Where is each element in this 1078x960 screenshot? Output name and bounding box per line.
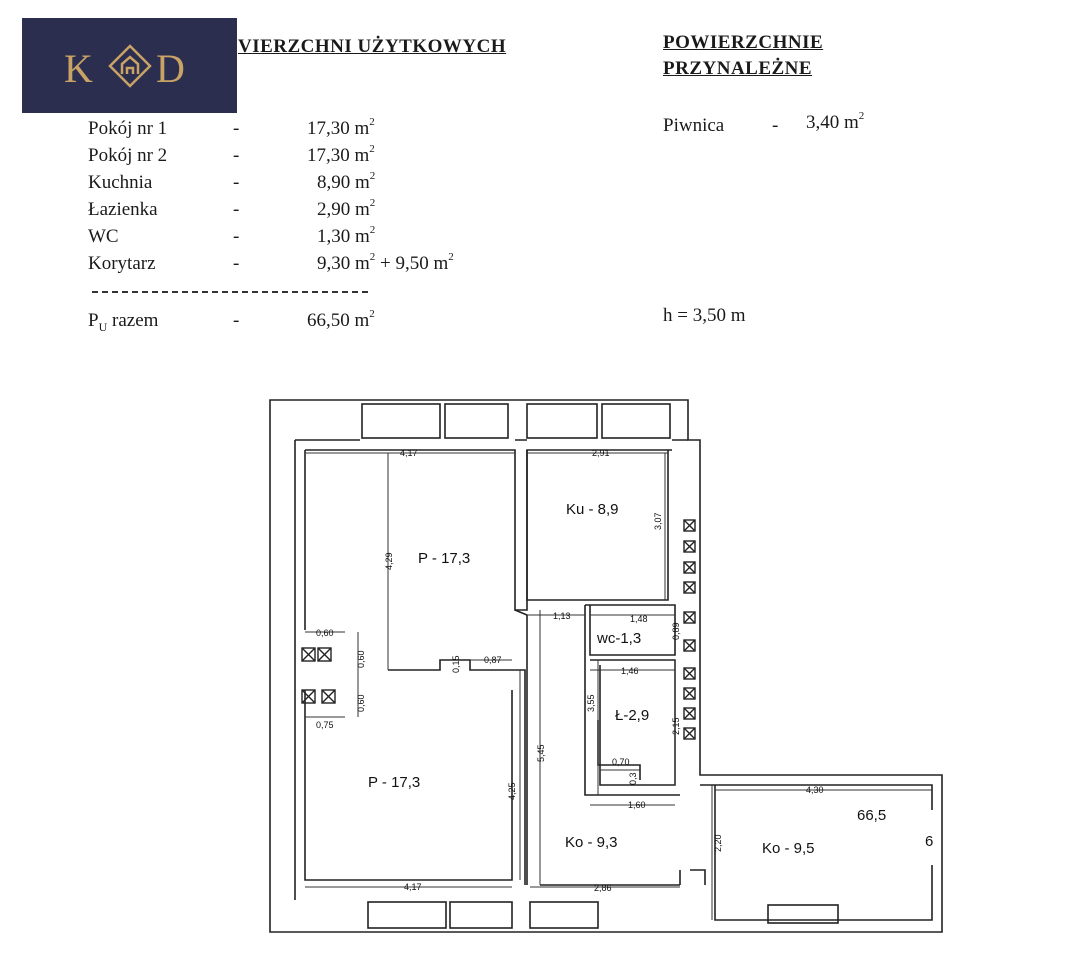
dim-label: 4,30 (806, 785, 824, 795)
dim-label: 2,15 (671, 717, 681, 735)
area-name: Łazienka (88, 199, 158, 220)
dim-label: 0,60 (356, 650, 366, 668)
dim-label: 5,45 (536, 744, 546, 762)
dimension-labels: 4,17 2,91 3,07 4,29 1,13 1,48 0,89 1,46 … (316, 448, 824, 893)
dimension-lines (305, 452, 932, 920)
area-dash: - (233, 118, 240, 139)
ancillary-area-heading-line1: POWIERZCHNIE (663, 32, 824, 53)
dim-label: 3,07 (653, 512, 663, 530)
dim-label: 1,48 (630, 614, 648, 624)
ancillary-name: Piwnica (663, 115, 725, 136)
ceiling-height: h = 3,50 m (663, 305, 746, 326)
area-dash: - (233, 253, 240, 274)
dim-label: 0,3 (628, 772, 638, 785)
dim-label: 4,17 (404, 882, 422, 892)
dim-label: 0,89 (671, 622, 681, 640)
area-name: Korytarz (88, 253, 156, 274)
dim-label: 2,20 (713, 834, 723, 852)
vent-ducts (301, 519, 696, 740)
dim-label: 0,87 (484, 655, 502, 665)
walls (269, 399, 943, 933)
ancillary-value: 3,40 m2 (806, 110, 865, 133)
room-label-bathroom: Ł-2,9 (615, 707, 649, 724)
dim-label: 1,60 (628, 800, 646, 810)
logo-letter-d: D (156, 46, 185, 91)
area-name: Pokój nr 2 (88, 145, 168, 166)
dim-label: 0,70 (612, 757, 630, 767)
total-label: PU razem (88, 310, 159, 334)
plan-number: 6 (925, 833, 933, 850)
room-label-kitchen: Ku - 8,9 (566, 501, 619, 518)
area-value: 9,30 m2 + 9,50 m2 (317, 251, 454, 274)
dim-label: 0,15 (451, 655, 461, 673)
area-value: 17,30 m2 (307, 143, 375, 166)
house-diamond-icon (108, 44, 152, 88)
area-value: 8,90 m2 (317, 170, 376, 193)
dim-label: 4,17 (400, 448, 418, 458)
dim-label: 3,55 (586, 694, 596, 712)
logo-graphic: K D (64, 44, 185, 91)
ancillary-area-heading-line2: PRZYNALEŻNE (663, 58, 813, 79)
company-logo: K D (22, 18, 237, 113)
dim-label: 0,60 (316, 628, 334, 638)
area-value: 1,30 m2 (317, 224, 376, 247)
area-dash: - (233, 172, 240, 193)
total-value: 66,50 m2 (307, 308, 375, 331)
room-label-p2: P - 17,3 (368, 774, 420, 791)
plan-total-area: 66,5 (857, 807, 886, 824)
dim-label: 4,29 (384, 552, 394, 570)
room-label-p1: P - 17,3 (418, 550, 470, 567)
room-label-corridor2: Ko - 9,5 (762, 840, 815, 857)
separator-line (92, 291, 368, 293)
room-label-corridor1: Ko - 9,3 (565, 834, 618, 851)
room-label-wc: wc-1,3 (596, 630, 641, 647)
ancillary-dash: - (772, 115, 779, 136)
logo-letter-k: K (64, 46, 93, 91)
dim-label: 0,60 (356, 694, 366, 712)
area-dash: - (233, 226, 240, 247)
area-name: Kuchnia (88, 172, 153, 193)
dim-label: 4,25 (507, 782, 517, 800)
dim-label: 0,75 (316, 720, 334, 730)
dim-label: 1,46 (621, 666, 639, 676)
total-dash: - (233, 310, 240, 331)
usable-area-heading: VIERZCHNI UŻYTKOWYCH (238, 36, 507, 57)
area-name: Pokój nr 1 (88, 118, 168, 139)
area-value: 2,90 m2 (317, 197, 376, 220)
area-value: 17,30 m2 (307, 116, 375, 139)
dim-label: 2,91 (592, 448, 610, 458)
area-name: WC (88, 226, 119, 247)
dim-label: 1,13 (553, 611, 571, 621)
area-dash: - (233, 145, 240, 166)
dim-label: 2,86 (594, 883, 612, 893)
area-dash: - (233, 199, 240, 220)
